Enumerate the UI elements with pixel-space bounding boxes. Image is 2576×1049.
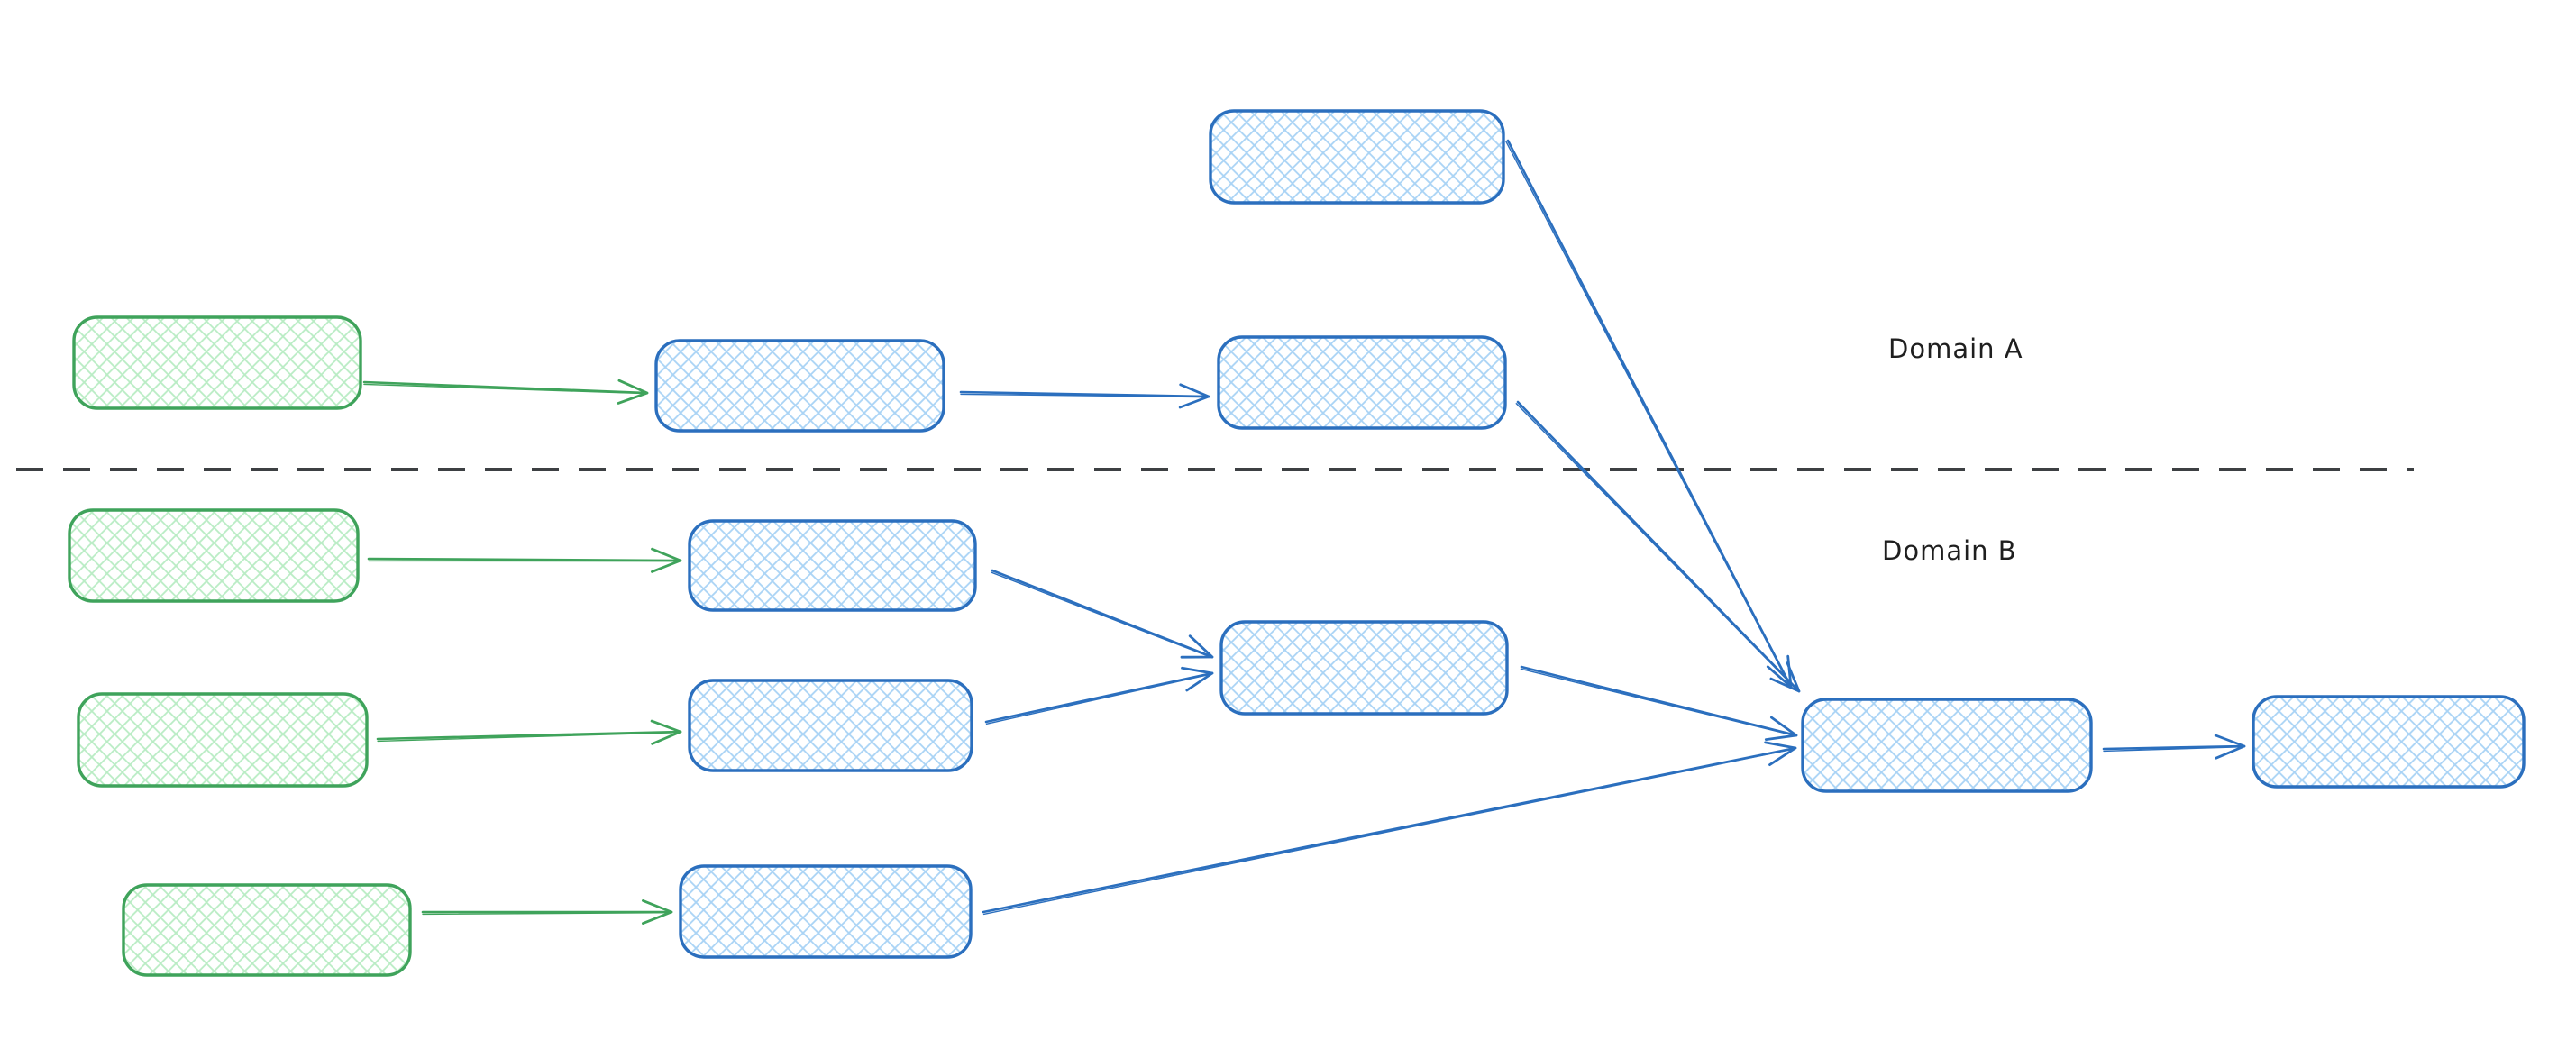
node-green-source-3[interactable] — [77, 692, 369, 788]
node-green-source-2[interactable] — [68, 508, 360, 603]
node-blue-top[interactable] — [1209, 109, 1505, 205]
edge-blue-a1-to-a2[interactable] — [959, 383, 1210, 409]
node-blue-b3[interactable] — [679, 864, 973, 959]
node-blue-a2[interactable] — [1217, 335, 1507, 430]
node-blue-b-mid[interactable] — [1219, 620, 1509, 716]
edge-green1-to-blue-a1[interactable] — [362, 379, 649, 405]
node-green-source-1[interactable] — [72, 315, 362, 410]
edge-green3-to-blue-b2[interactable] — [376, 719, 682, 745]
edge-green2-to-blue-b1[interactable] — [367, 547, 682, 573]
edge-blue-top-to-merge[interactable] — [1505, 139, 1793, 689]
edge-green4-to-blue-b3[interactable] — [421, 899, 673, 925]
domain-b-label[interactable]: Domain B — [1882, 535, 2017, 566]
edge-blue-a2-to-merge[interactable] — [1515, 400, 1801, 693]
node-blue-final[interactable] — [2252, 695, 2526, 789]
edge-blue-b2-to-mid[interactable] — [984, 666, 1214, 725]
edge-blue-b1-to-mid[interactable] — [991, 569, 1214, 659]
node-blue-a1[interactable] — [654, 339, 945, 433]
node-green-source-4[interactable] — [122, 883, 412, 977]
node-blue-merge[interactable] — [1801, 698, 2093, 793]
node-blue-b1[interactable] — [688, 519, 977, 612]
domain-a-label[interactable]: Domain A — [1888, 333, 2023, 364]
node-blue-b2[interactable] — [688, 679, 973, 772]
edge-blue-merge-to-final[interactable] — [2102, 734, 2246, 760]
edge-blue-mid-to-merge[interactable] — [1520, 665, 1798, 741]
edge-blue-b3-to-merge[interactable] — [982, 741, 1797, 916]
